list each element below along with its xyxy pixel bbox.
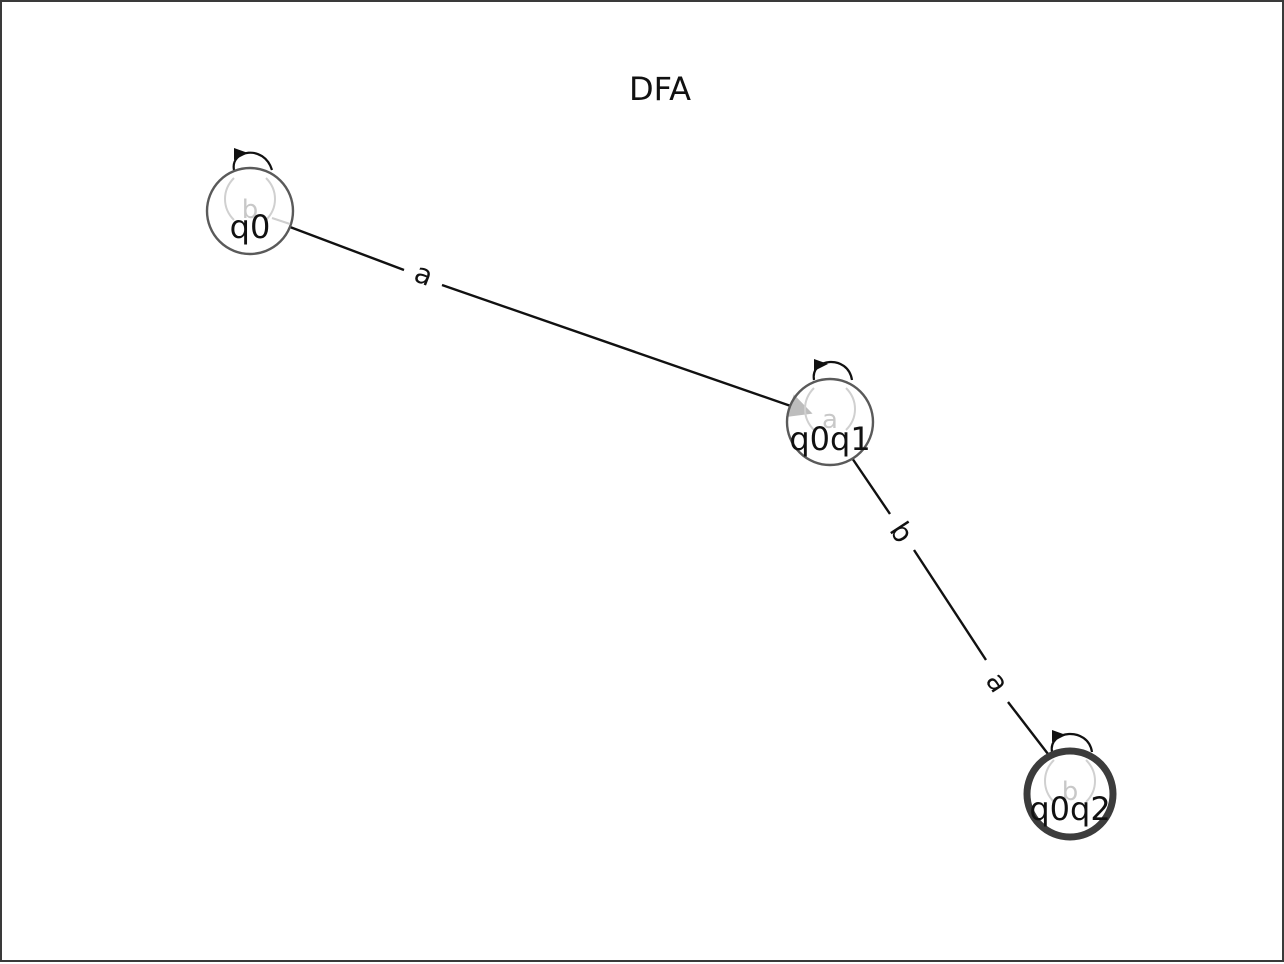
state-q0q1: a q0q1	[785, 359, 875, 467]
arrowhead-icon	[234, 148, 248, 160]
diagram-title: DFA	[629, 70, 691, 108]
self-loop-arrow	[232, 151, 274, 171]
state-label: q0q2	[1029, 790, 1110, 828]
state-label: q0	[230, 208, 271, 246]
self-loop-label: b	[1062, 777, 1079, 807]
transition-q0-q0q1: a	[289, 225, 813, 418]
arrowhead-icon	[814, 359, 828, 371]
self-loop-arrow	[812, 360, 854, 381]
state-label: q0q1	[789, 420, 870, 458]
state-q0q2: b q0q2	[1023, 730, 1117, 841]
state-circle	[785, 377, 875, 467]
state-q0: b q0	[205, 148, 295, 256]
transition-q0q1-q0q2: b a	[851, 457, 1049, 755]
self-loop-label: a	[822, 405, 838, 435]
transition-label: b	[883, 516, 920, 549]
state-circle	[205, 166, 295, 256]
accepting-state-circle	[1023, 747, 1117, 841]
self-loop-label: b	[242, 195, 259, 225]
transition-label: a	[410, 256, 438, 293]
transition-label: a	[979, 666, 1016, 698]
arrowhead-icon	[1052, 730, 1066, 742]
self-loop-arrow	[1050, 732, 1094, 753]
